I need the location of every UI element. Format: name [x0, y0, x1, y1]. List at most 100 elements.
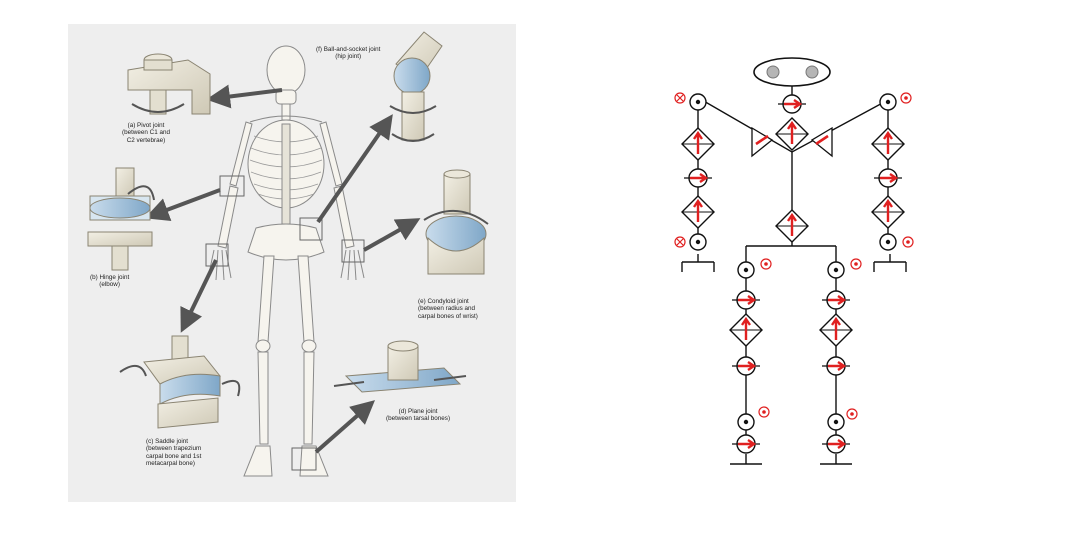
red-arrow-icon [883, 198, 893, 222]
right-wrist-box [341, 239, 365, 263]
caption-condyloid-joint: (e) Condyloid joint (between radius and … [418, 298, 478, 320]
left-hand [207, 249, 232, 281]
ball-socket-joint-model [389, 31, 443, 142]
kinematic-skeleton [674, 57, 914, 465]
caption-line: (between radius and [418, 305, 476, 313]
condyloid-joint-model [423, 169, 489, 275]
red-arrow-icon [690, 173, 709, 183]
caption-line: (between tarsal bones) [386, 415, 451, 423]
caption-line: (b) Hinge joint [90, 274, 130, 281]
red-arrow-icon [828, 439, 847, 449]
red-arrow-icon [738, 439, 757, 449]
red-arrow-icon [831, 316, 841, 340]
left-tibia [257, 351, 269, 445]
right-foot [299, 445, 329, 477]
neck-vertebrae [281, 103, 291, 121]
left-wrist-box [205, 243, 229, 267]
red-arrow-icon [693, 198, 703, 222]
caption-line: (f) Ball-and-socket joint [316, 46, 381, 53]
red-arrow-icon [787, 120, 797, 144]
into-page-icon [676, 238, 684, 246]
left-foot [243, 445, 273, 477]
caption-pivot-joint: (a) Pivot joint (between C1 and C2 verte… [122, 122, 170, 144]
caption-line: (between C1 and [122, 129, 170, 137]
caption-line: metacarpal bone) [146, 460, 196, 468]
caption-plane-joint: (d) Plane joint (between tarsal bones) [386, 408, 450, 423]
joint-axis-dot [695, 239, 701, 245]
highlight-boxes [205, 175, 365, 471]
anatomy-joints-panel: (a) Pivot joint (between C1 and C2 verte… [68, 24, 516, 502]
red-arrow-icon [828, 295, 847, 305]
pointer-arrows [144, 84, 421, 454]
caption-ball-socket-joint: (f) Ball-and-socket joint (hip joint) [316, 46, 380, 61]
out-of-page-icon [854, 262, 858, 266]
caption-line: (elbow) [99, 281, 120, 289]
arrow-plane [314, 400, 376, 454]
caption-line: (a) Pivot joint [127, 122, 165, 129]
caption-line: (d) Plane joint [398, 408, 438, 415]
out-of-page-icon [764, 262, 768, 266]
joint-symbols [674, 92, 914, 454]
arrow-condyloid [363, 218, 421, 252]
clavicles [249, 115, 323, 123]
skeleton-illustration [87, 31, 489, 477]
joint-axis-dot [885, 239, 891, 245]
out-of-page-icon [906, 240, 910, 244]
saddle-joint-model [119, 335, 241, 429]
caption-line: (c) Saddle joint [146, 438, 188, 445]
left-humerus [229, 121, 253, 187]
red-arrow-icon [815, 134, 829, 146]
right-tibia [303, 351, 315, 445]
caption-hinge-joint: (b) Hinge joint (elbow) [90, 274, 129, 289]
right-forearm [333, 185, 355, 249]
right-femur [297, 255, 315, 343]
red-arrow-icon [880, 173, 899, 183]
caption-line: (between trapezium [146, 445, 202, 453]
plane-joint-model [333, 340, 467, 393]
caption-line: carpal bone and 1st [146, 452, 202, 460]
red-arrow-icon [738, 361, 757, 371]
into-page-icon [676, 94, 684, 102]
arrow-pivot [206, 84, 283, 109]
ankle-box [291, 447, 317, 471]
caption-line: C2 vertebrae) [126, 136, 166, 144]
caption-line: (hip joint) [335, 53, 362, 61]
caption-line: (e) Condyloid joint [418, 298, 469, 305]
right-humerus [319, 121, 343, 187]
right-hand [340, 249, 365, 281]
out-of-page-icon [904, 96, 908, 100]
hinge-joint-model [87, 167, 155, 271]
hip-box [299, 217, 323, 241]
left-patella [255, 339, 271, 353]
red-arrow-icon [784, 99, 803, 109]
red-arrow-icon [738, 295, 757, 305]
caption-line: carpal bones of wrist) [418, 312, 478, 320]
out-of-page-icon [850, 412, 854, 416]
arrow-hinge [144, 188, 221, 222]
joint-axis-dot [833, 267, 839, 273]
spine [281, 123, 291, 225]
left-forearm [217, 185, 239, 249]
skull [266, 45, 306, 95]
joint-axis-dot [833, 419, 839, 425]
skeleton [207, 45, 365, 477]
red-arrow-icon [883, 130, 893, 154]
red-arrow-icon [693, 130, 703, 154]
red-arrow-icon [787, 212, 797, 236]
joint-axis-dot [743, 267, 749, 273]
shoulder-joint-icon [751, 126, 774, 158]
head [753, 57, 831, 87]
arrow-saddle [180, 259, 218, 333]
caption-saddle-joint: (c) Saddle joint (between trapezium carp… [146, 438, 201, 468]
joint-axis-dot [743, 419, 749, 425]
left-femur [257, 255, 275, 343]
elbow-box [219, 175, 245, 197]
red-arrow-icon [755, 134, 769, 146]
robot-kinematic-diagram [660, 40, 950, 480]
arrow-ball [316, 114, 393, 224]
pivot-joint-model [127, 53, 211, 115]
red-arrow-icon [741, 316, 751, 340]
joint-axis-dot [885, 99, 891, 105]
right-patella [301, 339, 317, 353]
joint-axis-dot [695, 99, 701, 105]
